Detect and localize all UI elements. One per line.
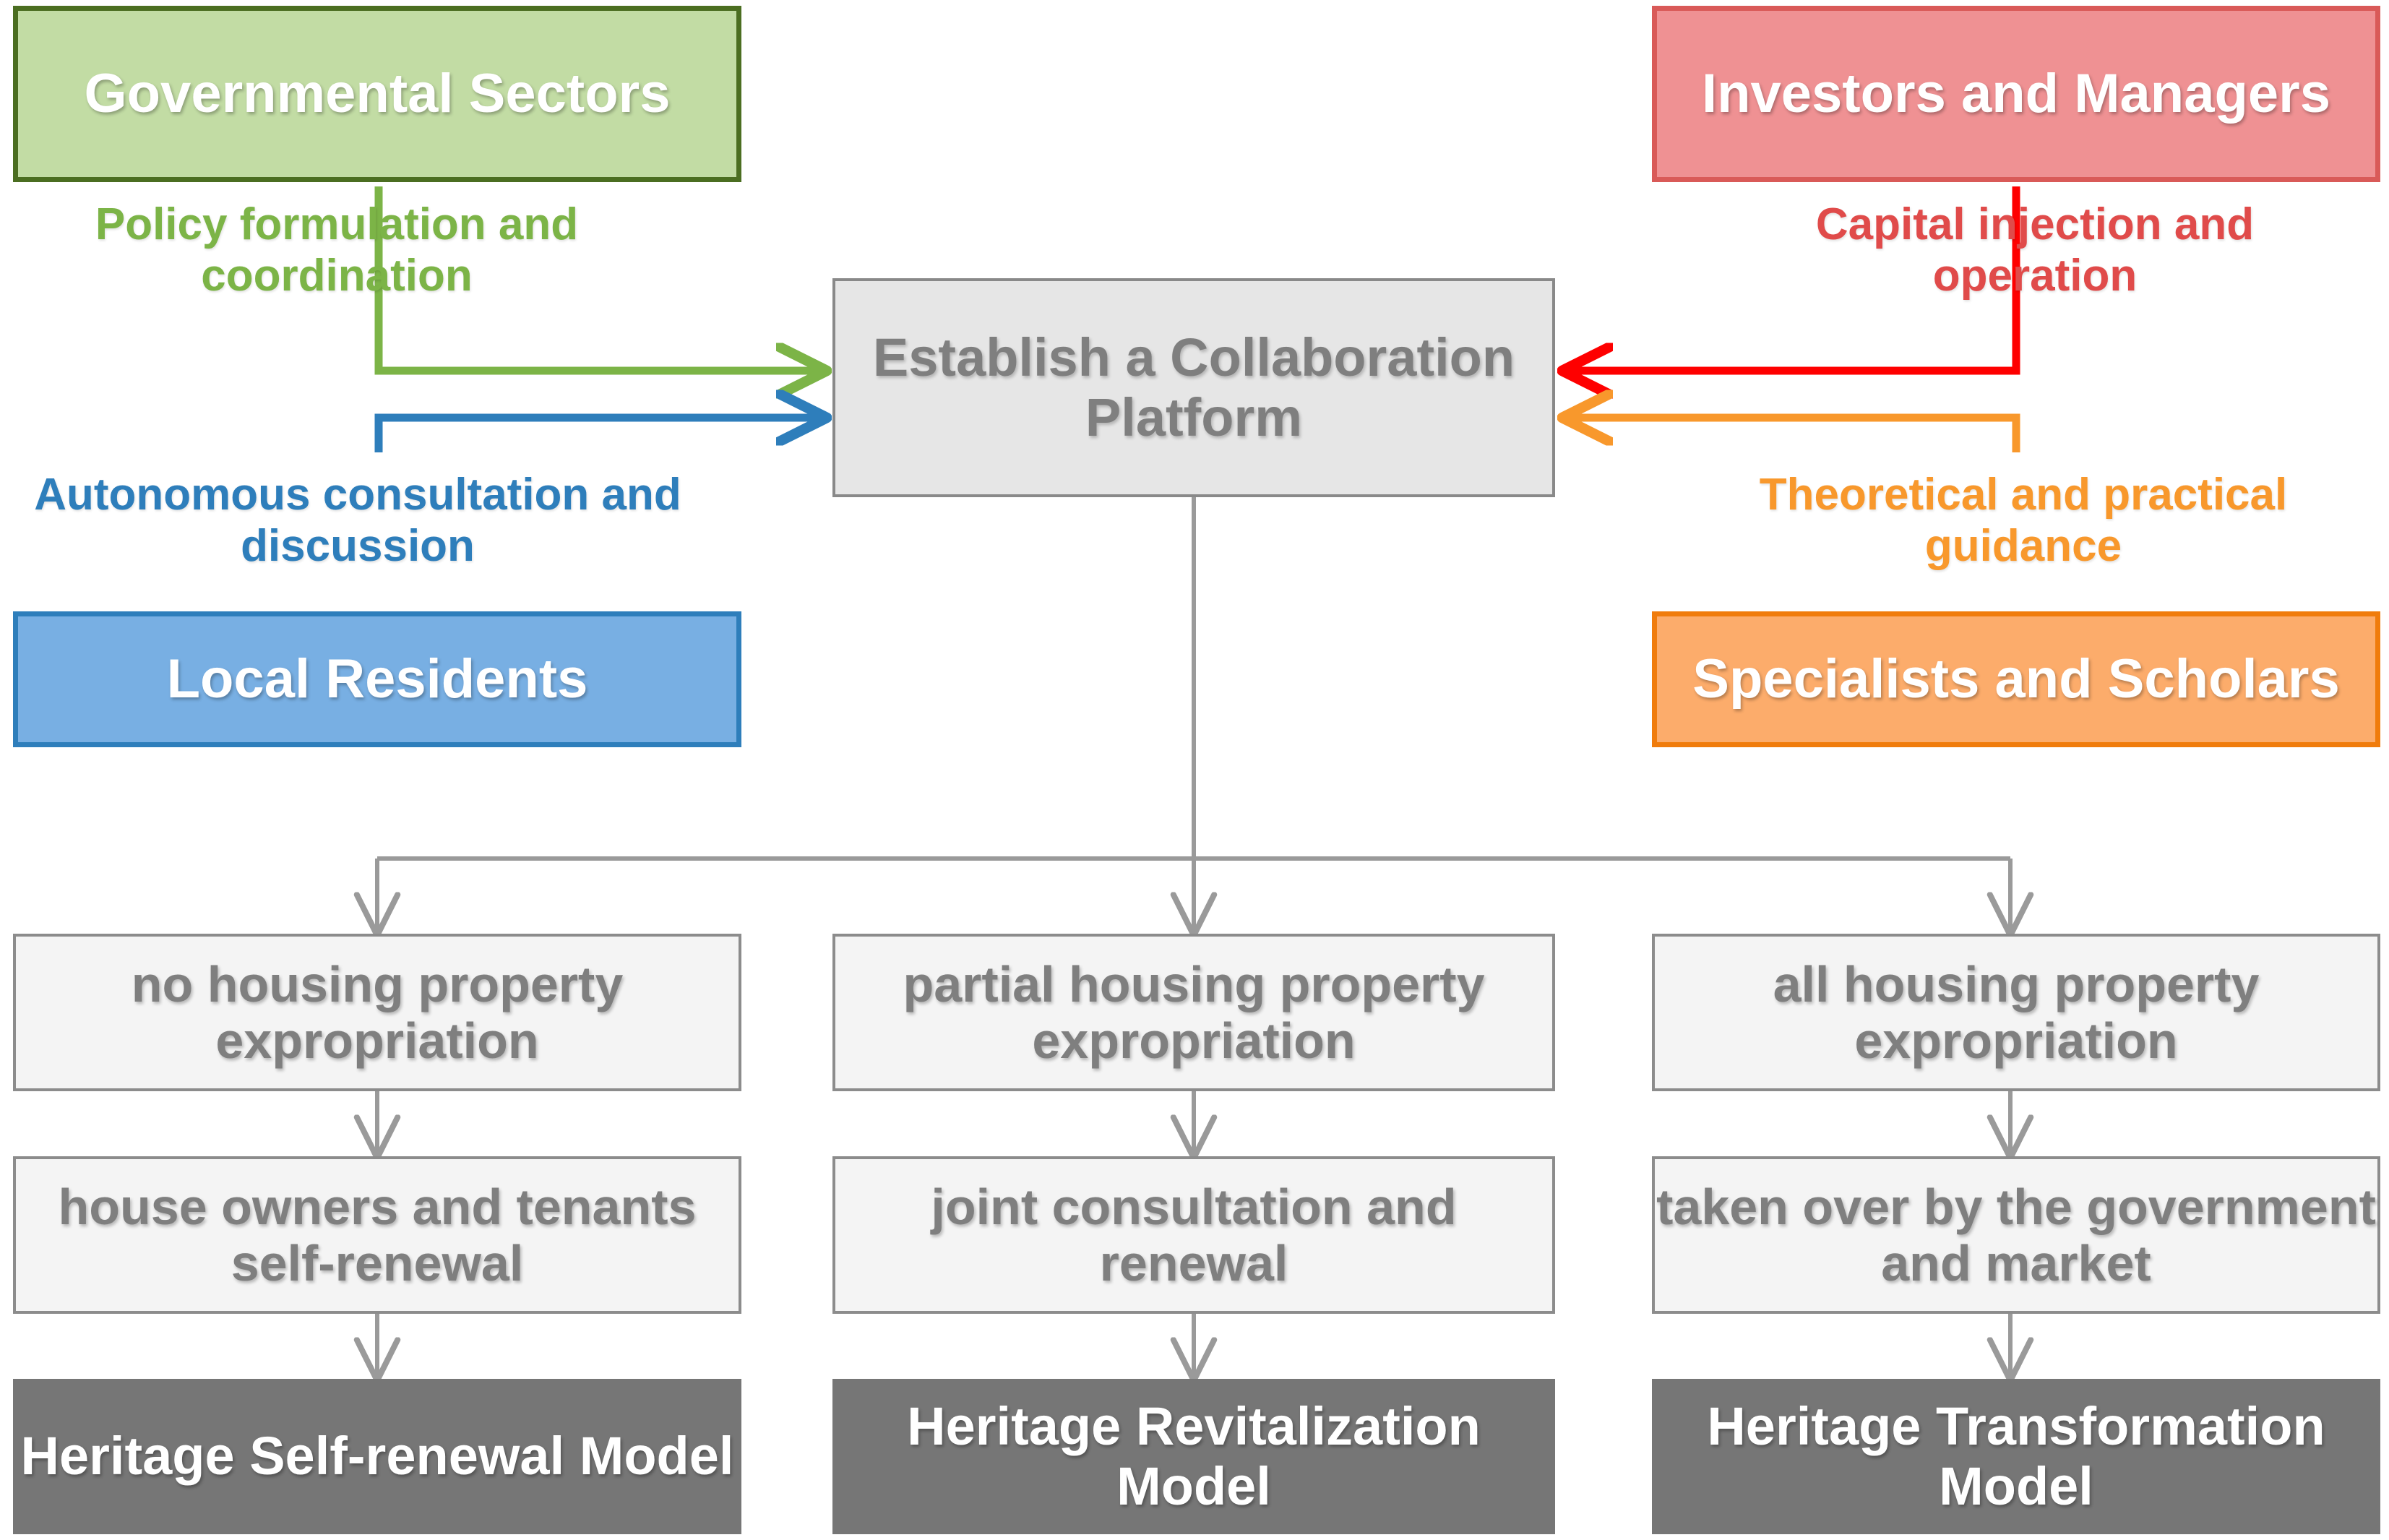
model-label-2: Heritage Revitalization Model (907, 1395, 1481, 1516)
connector-caption-theoretical-guidance: Theoretical and practical guidance (1759, 470, 2288, 571)
connector-caption-policy-formulation: Policy formulation and coordination (95, 199, 579, 301)
process-box-1[interactable]: house owners and tenants self-renewal (13, 1156, 741, 1314)
stakeholder-label-governmental-sectors: Governmental Sectors (84, 63, 671, 125)
model-label-3: Heritage Transformation Model (1707, 1395, 2325, 1516)
connector-process-to-model (377, 1314, 2010, 1379)
stakeholder-box-local-residents[interactable]: Local Residents (13, 611, 741, 747)
hub-box-establish-collaboration-platform[interactable]: Establish a Collaboration Platform (832, 278, 1555, 497)
stakeholder-box-governmental-sectors[interactable]: Governmental Sectors (13, 6, 741, 182)
process-label-3: taken over by the government and market (1656, 1178, 2376, 1291)
model-box-2[interactable]: Heritage Revitalization Model (832, 1379, 1555, 1534)
connector-specialists-to-hub (1565, 418, 2020, 452)
stakeholder-box-investors-and-managers[interactable]: Investors and Managers (1652, 6, 2380, 182)
condition-label-2: partial housing property expropriation (903, 955, 1485, 1069)
model-box-3[interactable]: Heritage Transformation Model (1652, 1379, 2380, 1534)
stakeholder-label-investors-and-managers: Investors and Managers (1701, 63, 2331, 125)
connector-caption-autonomous-consultation: Autonomous consultation and discussion (34, 470, 681, 571)
process-box-3[interactable]: taken over by the government and market (1652, 1156, 2380, 1314)
model-label-1: Heritage Self-renewal Model (20, 1426, 734, 1487)
condition-label-1: no housing property expropriation (131, 955, 624, 1069)
model-box-1[interactable]: Heritage Self-renewal Model (13, 1379, 741, 1534)
stakeholder-box-specialists-and-scholars[interactable]: Specialists and Scholars (1652, 611, 2380, 747)
process-box-2[interactable]: joint consultation and renewal (832, 1156, 1555, 1314)
connector-condition-to-process (377, 1091, 2010, 1156)
condition-box-2[interactable]: partial housing property expropriation (832, 934, 1555, 1091)
condition-box-3[interactable]: all housing property expropriation (1652, 934, 2380, 1091)
stakeholder-label-local-residents: Local Residents (166, 648, 588, 710)
connector-caption-capital-injection: Capital injection and operation (1815, 199, 2255, 301)
process-label-1: house owners and tenants self-renewal (58, 1178, 697, 1291)
condition-box-1[interactable]: no housing property expropriation (13, 934, 741, 1091)
connector-residents-to-hub (374, 418, 824, 452)
condition-label-3: all housing property expropriation (1773, 955, 2260, 1069)
stakeholder-label-specialists-and-scholars: Specialists and Scholars (1692, 648, 2340, 710)
process-label-2: joint consultation and renewal (931, 1178, 1457, 1291)
hub-label: Establish a Collaboration Platform (872, 327, 1515, 447)
